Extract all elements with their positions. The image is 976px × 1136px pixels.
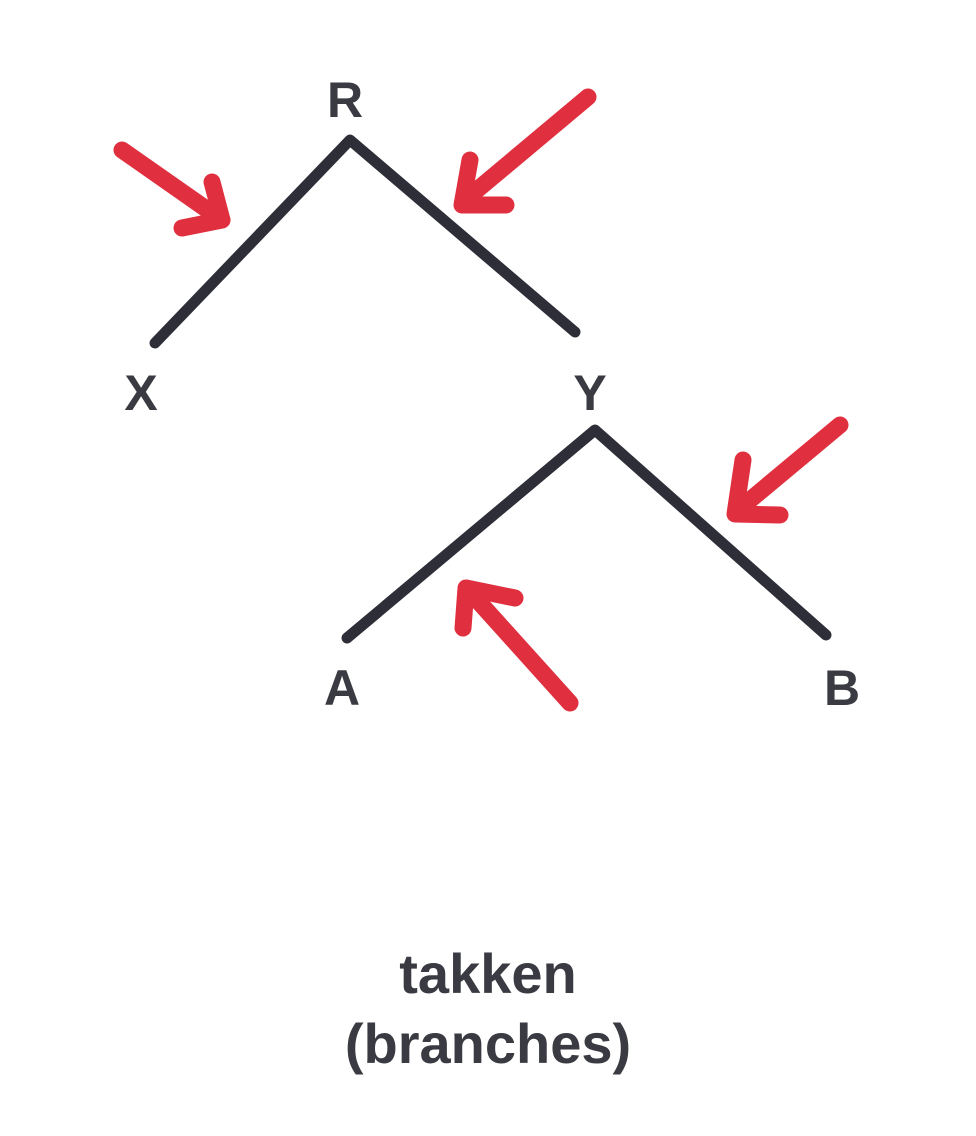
arrow-to-branch-y-a — [454, 579, 579, 712]
arrow-to-branch-r-y — [453, 88, 597, 214]
branch-y-a-and-y-b — [341, 424, 832, 644]
branch-r-x-and-r-y — [149, 134, 581, 349]
arrow-to-branch-r-x — [113, 141, 231, 237]
caption-term: takken — [399, 942, 577, 1005]
node-label-b: B — [823, 660, 861, 716]
caption-translation: (branches) — [344, 1012, 632, 1075]
node-label-a: A — [323, 660, 361, 716]
node-label-y: Y — [573, 365, 607, 421]
node-label-x: X — [124, 365, 158, 421]
node-label-r: R — [326, 72, 364, 128]
arrow-to-branch-y-b — [726, 416, 849, 524]
